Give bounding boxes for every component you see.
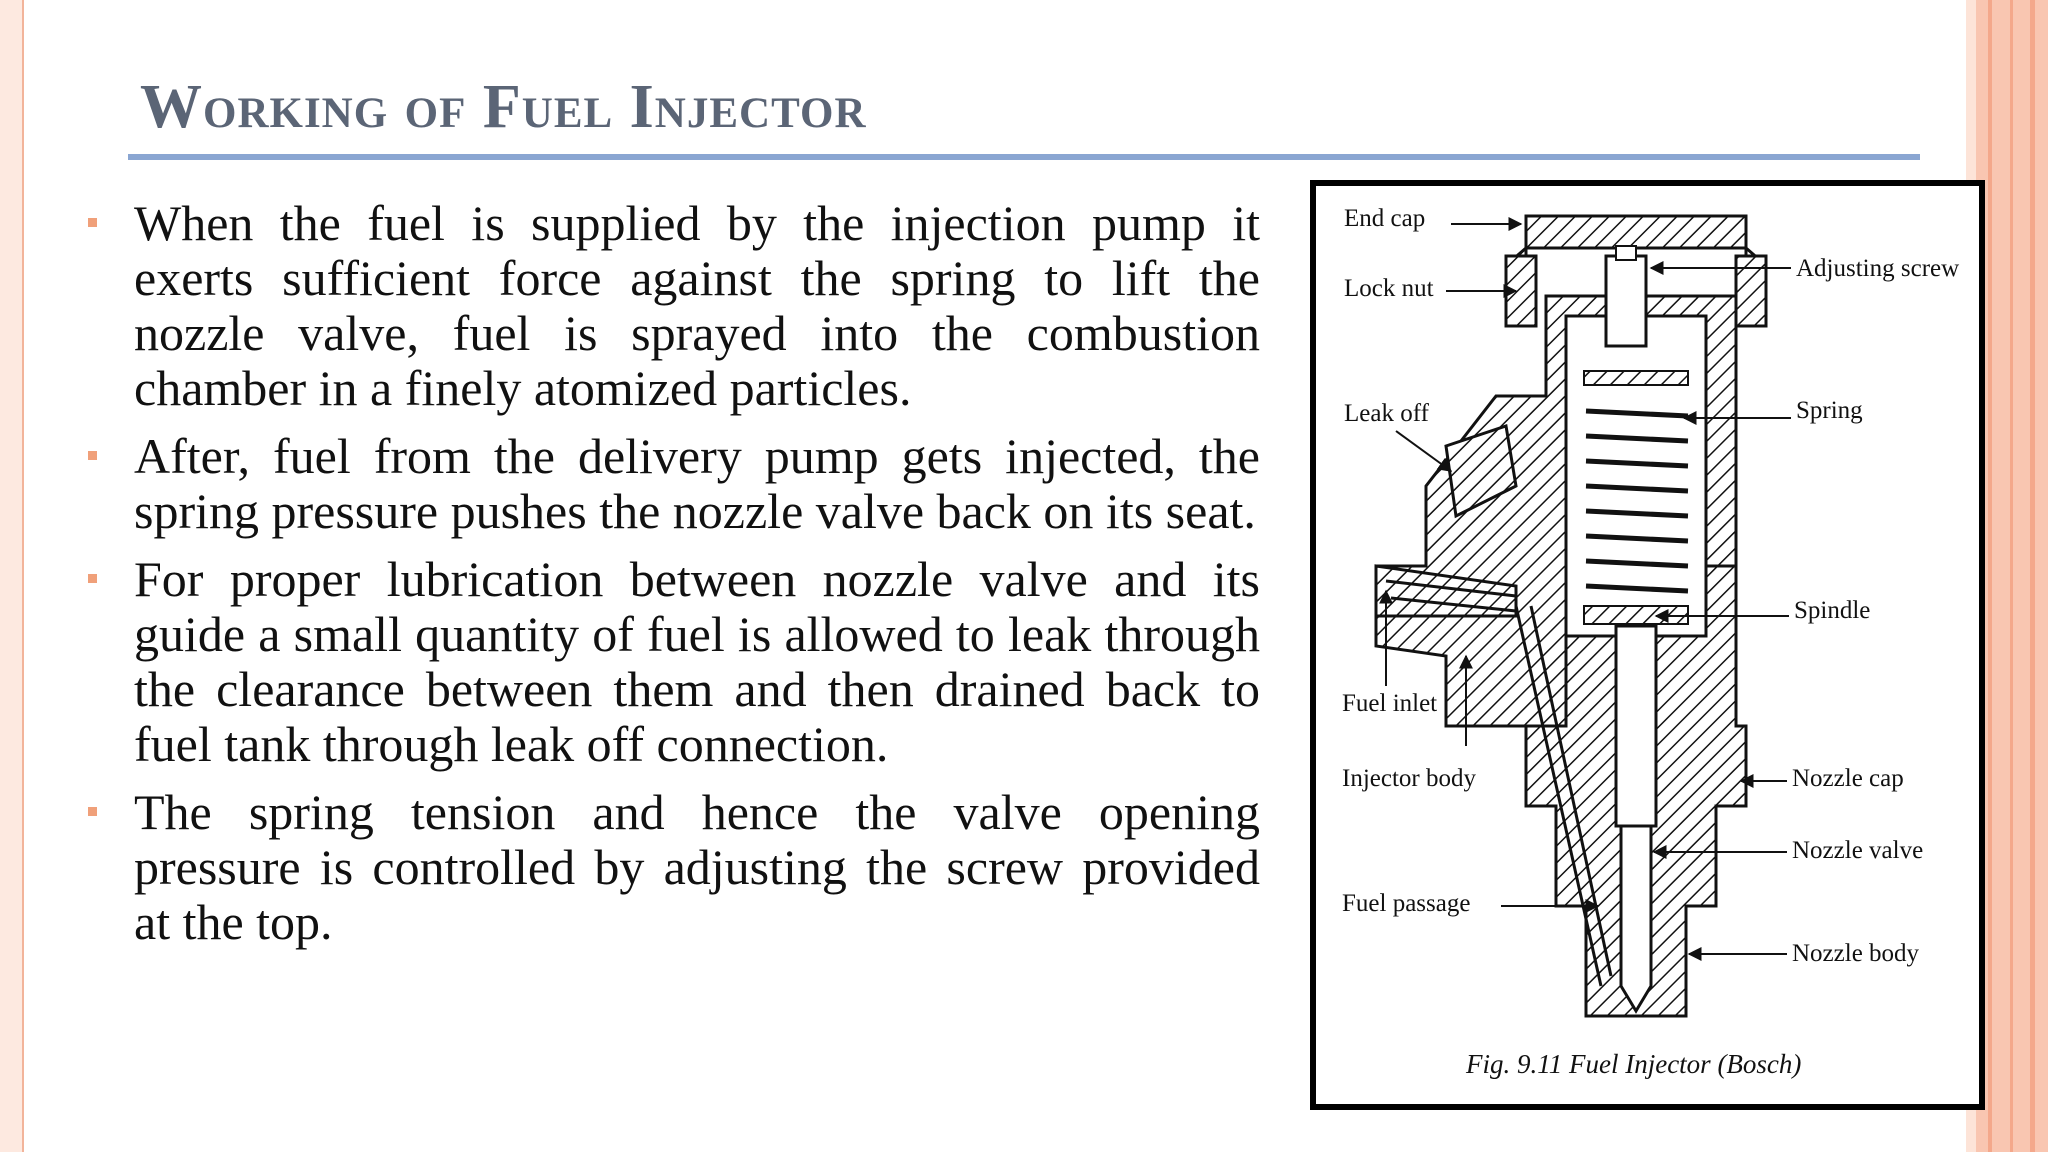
lock-nut-label: Lock nut: [1344, 275, 1434, 302]
bullet-text: For proper lubrication between nozzle va…: [134, 551, 1260, 772]
nozzle-valve-label: Nozzle valve: [1792, 837, 1923, 864]
lock-nut-right: [1734, 254, 1768, 328]
leak-off-port: [1444, 424, 1518, 519]
fuel-inlet-port: [1374, 564, 1518, 618]
leak-off-label: Leak off: [1344, 400, 1430, 427]
bullet-item: When the fuel is supplied by the injecti…: [88, 196, 1260, 416]
bullet-marker-icon: [88, 451, 97, 460]
left-edge-decoration: [0, 0, 24, 1152]
figure-caption: Fig. 9.11 Fuel Injector (Bosch): [1465, 1049, 1801, 1079]
bullet-item: The spring tension and hence the valve o…: [88, 785, 1260, 950]
slide-title: Working of Fuel Injector: [140, 73, 867, 141]
spring-label: Spring: [1796, 397, 1863, 424]
spring-coils: [1585, 408, 1689, 594]
bullet-list: When the fuel is supplied by the injecti…: [88, 196, 1260, 963]
bullet-text: After, fuel from the delivery pump gets …: [134, 428, 1260, 539]
bullet-item: For proper lubrication between nozzle va…: [88, 552, 1260, 772]
injector-body-label: Injector body: [1342, 765, 1476, 792]
nozzle-body-label: Nozzle body: [1792, 940, 1920, 967]
bullet-marker-icon: [88, 807, 97, 816]
spindle-label: Spindle: [1794, 597, 1870, 624]
fuel-passage-label: Fuel passage: [1342, 890, 1470, 917]
spindle-shape: [1614, 624, 1658, 828]
fuel-injector-diagram: End cap Lock nut Leak off Fuel inlet Inj…: [1342, 205, 1959, 1079]
nozzle-valve-shape: [1619, 824, 1653, 1014]
bullet-text: The spring tension and hence the valve o…: [134, 784, 1260, 950]
title-underline: [128, 154, 1920, 160]
end-cap-top: [1524, 214, 1748, 250]
adjusting-screw-label: Adjusting screw: [1796, 255, 1959, 282]
fuel-inlet-label: Fuel inlet: [1342, 690, 1437, 717]
end-cap-label: End cap: [1344, 205, 1425, 232]
nozzle-cap-label: Nozzle cap: [1792, 765, 1904, 792]
spring-chamber: [1564, 314, 1708, 638]
bullet-marker-icon: [88, 574, 97, 583]
adjusting-screw-shape: [1604, 254, 1648, 348]
bullet-item: After, fuel from the delivery pump gets …: [88, 429, 1260, 539]
fuel-injector-figure: End cap Lock nut Leak off Fuel inlet Inj…: [1310, 180, 1985, 1110]
bullet-text: When the fuel is supplied by the injecti…: [134, 195, 1260, 416]
bullet-marker-icon: [88, 218, 97, 227]
fuel-passage-line: [1514, 605, 1603, 987]
